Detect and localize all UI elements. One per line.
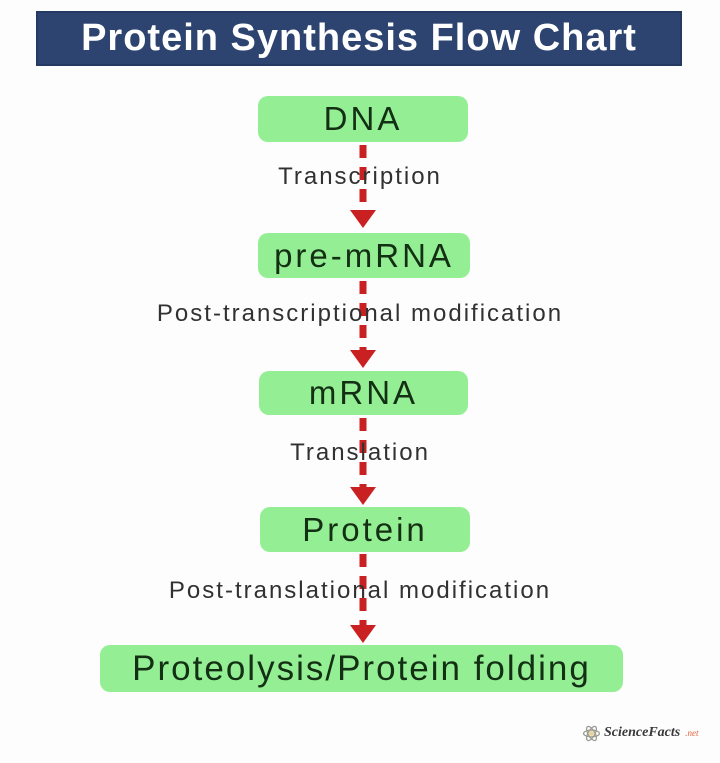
arrowhead-icon: [350, 487, 376, 505]
flow-box-label: Proteolysis/Protein folding: [132, 648, 591, 688]
arrow-dashed-line: [359, 281, 367, 353]
arrow-dashed-line: [359, 145, 367, 213]
arrow-dashed-line: [359, 554, 367, 628]
brand-logo: ScienceFacts .net: [582, 721, 698, 745]
brand-suffix: .net: [685, 728, 699, 738]
flow-box-protein: Protein: [260, 507, 470, 552]
flow-box-dna: DNA: [258, 96, 468, 142]
connector-label-translation: Translation: [290, 439, 430, 466]
arrow-down-icon: [340, 418, 386, 505]
arrow-down-icon: [340, 145, 386, 228]
brand-name: ScienceFacts: [604, 725, 681, 740]
flow-box-label: DNA: [323, 100, 403, 137]
arrow-dashed-line: [359, 418, 367, 490]
connector-label-transcription: Transcription: [278, 163, 442, 190]
flow-box-mrna: mRNA: [259, 371, 468, 415]
arrowhead-icon: [350, 210, 376, 228]
flow-box-proteolysis-protein-folding: Proteolysis/Protein folding: [100, 645, 623, 692]
atom-icon: [582, 725, 601, 741]
connector-label-post-transcriptional: Post-transcriptional modification: [156, 300, 564, 327]
arrow-down-icon: [340, 281, 386, 368]
flow-box-label: mRNA: [308, 374, 419, 411]
page-title: Protein Synthesis Flow Chart: [81, 17, 637, 59]
arrow-down-icon: [340, 554, 386, 643]
flow-box-label: Protein: [302, 510, 428, 548]
title-bar: Protein Synthesis Flow Chart: [36, 11, 682, 66]
connector-label-post-translational: Post-translational modification: [168, 577, 552, 604]
flow-box-pre-mrna: pre-mRNA: [258, 233, 470, 278]
arrowhead-icon: [350, 625, 376, 643]
flow-box-label: pre-mRNA: [274, 236, 454, 274]
arrowhead-icon: [350, 350, 376, 368]
